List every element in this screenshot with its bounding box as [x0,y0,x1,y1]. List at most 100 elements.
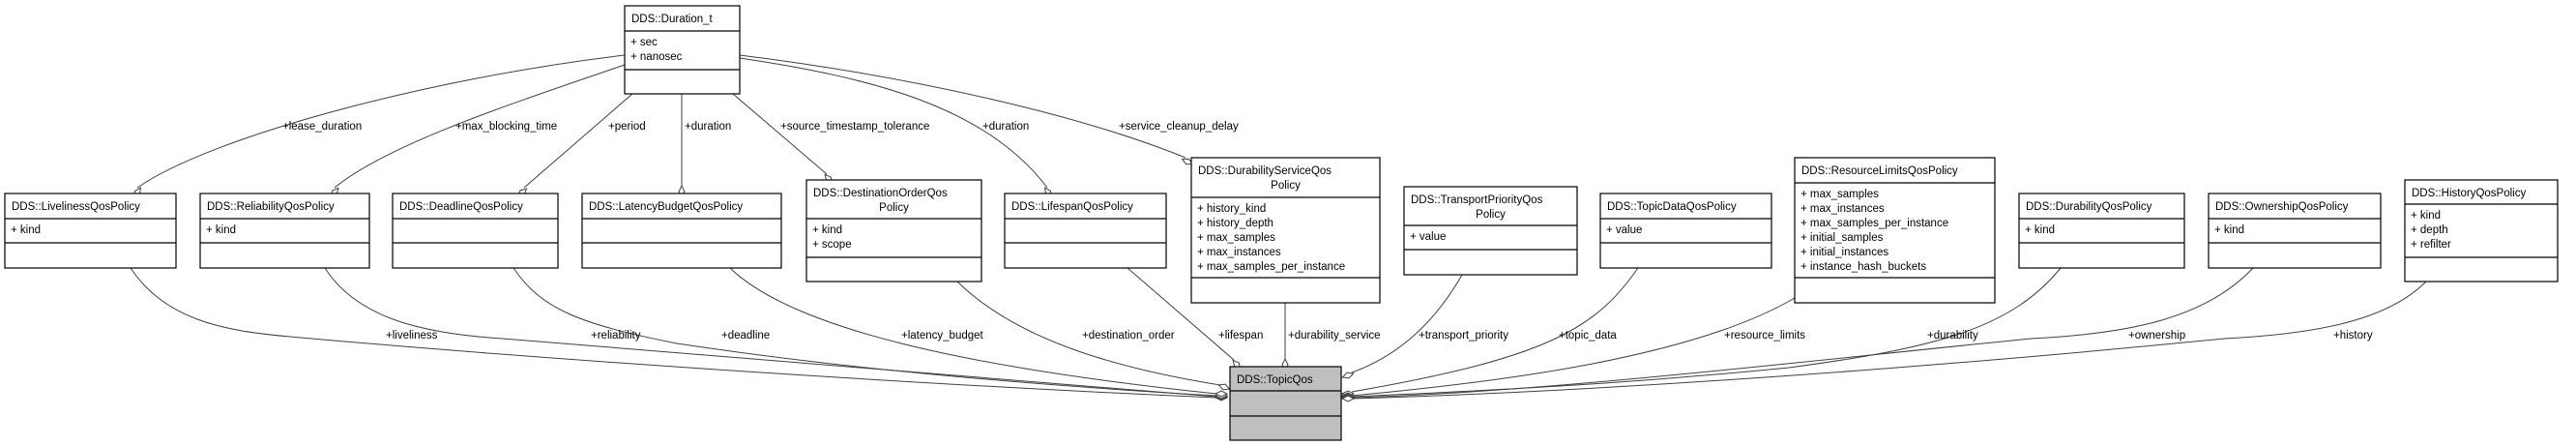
class-topicdata[interactable]: DDS::TopicDataQosPolicy+ value [1599,193,1772,269]
association-line [334,64,626,189]
association-line [1127,267,1235,361]
class-name: DDS::DestinationOrderQos [813,188,948,199]
edge-label: +liveliness [386,330,438,342]
edge-duration-to-destorder [732,93,834,185]
class-attribute: + max_samples [1800,189,1879,200]
class-box [1599,193,1772,269]
class-ownership[interactable]: DDS::OwnershipQosPolicy+ kind [2208,193,2382,269]
class-box [2404,179,2559,282]
class-attribute: + kind [2025,224,2055,236]
class-name: Policy [1476,209,1506,221]
class-topicqos[interactable]: DDS::TopicQos [1229,366,1342,441]
class-lifespan[interactable]: DDS::LifespanQosPolicy [1004,193,1167,269]
edge-destorder-to-topicqos [956,281,1231,391]
class-deadline[interactable]: DDS::DeadlineQosPolicy [392,193,559,269]
class-attribute: + kind [812,224,842,236]
association-line [1351,267,1639,393]
edge-label: +durability [1927,330,1978,342]
edge-latency-to-topicqos [729,267,1229,398]
association-line [1351,274,1463,373]
edge-label: +duration [982,121,1029,133]
edge-duration-to-latency [678,94,686,199]
class-name: DDS::LatencyBudgetQosPolicy [589,201,743,213]
edge-transport-to-topicqos [1341,274,1463,379]
edge-label: +duration [685,121,731,133]
aggregation-diamond-icon [1341,372,1355,379]
class-durability[interactable]: DDS::DurabilityQosPolicy+ kind [2018,193,2185,269]
class-box [392,193,559,269]
association-line [130,267,1217,399]
edge-label: +lifespan [1218,330,1263,342]
edge-duration-to-durservice [739,54,1194,165]
edge-liveliness-to-topicqos [130,267,1229,401]
class-attribute: + refilter [2411,239,2451,251]
class-attribute: + kind [206,224,236,236]
class-name: DDS::OwnershipQosPolicy [2215,201,2349,213]
class-attribute: + max_samples_per_instance [1800,218,1948,229]
edge-label: +reliability [591,330,641,342]
class-name: Policy [879,202,909,214]
edge-label: +destination_order [1082,330,1175,342]
class-attribute: + kind [11,224,41,236]
edge-label: +latency_budget [901,330,984,342]
edge-label: +durability_service [1288,330,1381,342]
class-history[interactable]: DDS::HistoryQosPolicy+ kind+ depth+ refi… [2404,179,2559,282]
class-attribute: + initial_instances [1800,247,1888,258]
edge-label: +history [2333,330,2373,342]
association-line [1351,267,2254,399]
edge-label: +lease_duration [282,121,362,133]
class-box [805,179,982,282]
class-name: DDS::Duration_t [631,14,714,25]
aggregation-diamond-icon [1340,395,1356,402]
edge-label: +ownership [2128,330,2185,342]
association-line [512,267,1217,397]
class-name: DDS::LivelinessQosPolicy [12,201,140,213]
class-attribute: + kind [2214,224,2244,236]
association-line [136,54,626,189]
class-duration[interactable]: DDS::Duration_t+ sec+ nanosec [624,5,741,95]
class-liveliness[interactable]: DDS::LivelinessQosPolicy+ kind [4,193,177,269]
class-name: DDS::TopicDataQosPolicy [1607,201,1737,213]
class-box [2018,193,2185,269]
class-attribute: + initial_samples [1800,232,1884,244]
class-latency[interactable]: DDS::LatencyBudgetQosPolicy [581,193,782,269]
class-name: DDS::DurabilityServiceQos [1198,165,1332,177]
class-box [1229,366,1342,441]
class-name: DDS::HistoryQosPolicy [2412,188,2526,199]
class-attribute: + scope [812,239,852,251]
class-attribute: + sec [630,37,658,48]
class-box [1004,193,1167,269]
class-name: DDS::DeadlineQosPolicy [399,201,523,213]
class-attribute: + history_depth [1197,218,1273,229]
association-line [739,54,1186,159]
class-attribute: + depth [2411,224,2448,236]
association-line [729,267,1217,395]
aggregation-diamond-icon [1217,383,1231,391]
class-name: Policy [1271,180,1301,192]
edge-label: +transport_priority [1419,330,1508,342]
edge-labels: +lease_duration+max_blocking_time+period… [282,121,2373,342]
classes: DDS::Duration_t+ sec+ nanosecDDS::Liveli… [4,5,2559,441]
class-attribute: + max_samples_per_instance [1197,261,1345,273]
class-name: DDS::ReliabilityQosPolicy [207,201,335,213]
association-line [739,57,1048,189]
association-line [732,93,828,175]
class-attribute: + max_instances [1800,203,1885,215]
class-box [199,193,370,269]
class-box [624,5,741,95]
class-name: DDS::ResourceLimitsQosPolicy [1801,165,1958,177]
class-box [4,193,177,269]
edge-history-to-topicqos [1340,281,2427,402]
class-name: DDS::TransportPriorityQos [1411,194,1543,206]
class-box [1403,186,1578,276]
class-attribute: + history_kind [1197,203,1266,215]
class-attribute: + max_instances [1197,247,1281,258]
class-resource[interactable]: DDS::ResourceLimitsQosPolicy+ max_sample… [1794,157,1996,304]
class-reliability[interactable]: DDS::ReliabilityQosPolicy+ kind [199,193,370,269]
class-attribute: + nanosec [630,51,683,63]
class-name: DDS::LifespanQosPolicy [1011,201,1133,213]
